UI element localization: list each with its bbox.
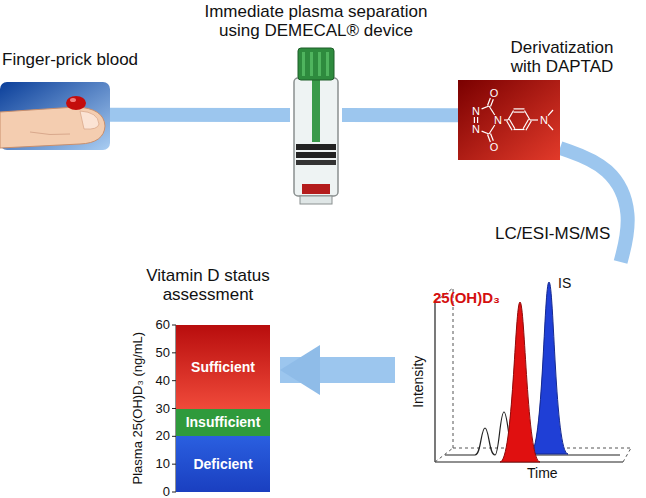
status-chart: SufficientInsufficientDeficient Vitamin D… bbox=[130, 262, 280, 498]
step-heading: Vitamin D status assessment bbox=[136, 266, 280, 304]
tick-label: 60 bbox=[144, 318, 170, 332]
axis-label: Time bbox=[527, 466, 558, 481]
finger-illustration: Finger-prick blood bbox=[0, 82, 110, 150]
axis-label: Plasma 25(OH)D₃ (ng/mL) bbox=[131, 332, 145, 485]
atom-label: O bbox=[490, 141, 499, 153]
atom-label: N bbox=[472, 105, 480, 117]
chromatogram: LC/ESI-MS/MS25(OH)D₃ISIntensityTime bbox=[395, 262, 635, 487]
band-label: Insufficient bbox=[186, 414, 261, 430]
chromatogram-drawing bbox=[395, 262, 635, 487]
status-band: Sufficient bbox=[176, 325, 270, 409]
axis-label: Intensity bbox=[411, 356, 426, 408]
atom-label: N bbox=[472, 123, 480, 135]
atom-label: N bbox=[494, 114, 502, 126]
tick-label: 10 bbox=[144, 457, 170, 471]
molecule-bonds bbox=[474, 98, 553, 142]
reagent-box: Derivatization with DAPTADONNNON bbox=[458, 80, 560, 160]
tick-label: 40 bbox=[144, 374, 170, 388]
atom-label: O bbox=[490, 87, 499, 99]
step-heading: Immediate plasma separation using DEMECA… bbox=[201, 2, 431, 40]
tick-label: 20 bbox=[144, 429, 170, 443]
peak-label: 25(OH)D₃ bbox=[433, 290, 500, 307]
tick-label: 0 bbox=[144, 485, 170, 498]
tick-label: 30 bbox=[144, 402, 170, 416]
band-label: Sufficient bbox=[191, 359, 255, 375]
peak-label: IS bbox=[558, 276, 571, 291]
step-heading: Finger-prick blood bbox=[2, 50, 138, 69]
flow-connector bbox=[110, 108, 290, 122]
flow-connector bbox=[560, 148, 628, 262]
status-band: Insufficient bbox=[176, 409, 270, 437]
finger-drawing bbox=[0, 82, 110, 150]
device-drawing bbox=[290, 48, 342, 206]
flow-connector bbox=[342, 108, 458, 122]
step-heading: Derivatization with DAPTAD bbox=[496, 38, 628, 76]
tick-label: 50 bbox=[144, 346, 170, 360]
flow-connector bbox=[280, 357, 395, 383]
step-heading: LC/ESI-MS/MS bbox=[495, 224, 610, 243]
band-label: Deficient bbox=[193, 456, 252, 472]
atom-label: N bbox=[540, 114, 548, 126]
status-band: Deficient bbox=[176, 436, 270, 492]
separation-device: Immediate plasma separation using DEMECA… bbox=[290, 48, 342, 206]
